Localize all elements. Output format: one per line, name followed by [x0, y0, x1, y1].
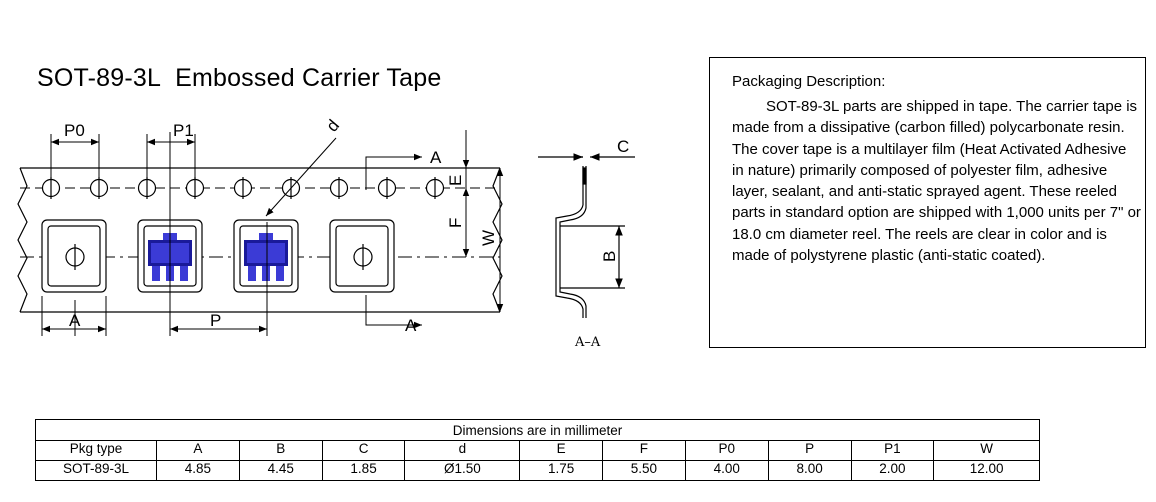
- label-p0: P0: [64, 121, 85, 140]
- table-header-row: Pkg type A B C d E F P0 P P1 W: [35, 440, 1040, 461]
- cell-pkg-type: SOT-89-3L: [35, 460, 157, 481]
- label-d: d: [323, 116, 344, 135]
- packaging-description-box: Packaging Description: SOT-89-3L parts a…: [709, 57, 1146, 348]
- label-p: P: [210, 311, 221, 330]
- dim-d-leader: [265, 137, 337, 217]
- label-p1: P1: [173, 121, 194, 140]
- header-p0: P0: [684, 440, 769, 461]
- section-view: [538, 153, 635, 318]
- header-pkg-type: Pkg type: [35, 440, 157, 461]
- cell-p0: 4.00: [684, 460, 769, 481]
- label-b: B: [600, 251, 619, 262]
- pocket-empty: [41, 219, 107, 293]
- header-d: d: [404, 440, 521, 461]
- header-e: E: [519, 440, 604, 461]
- label-section-top: A: [430, 148, 442, 167]
- sprocket-hole: [185, 177, 205, 199]
- table-caption: Dimensions are in millimeter: [35, 419, 1040, 441]
- sprocket-hole: [89, 177, 109, 199]
- title-rest: Embossed Carrier Tape: [175, 64, 442, 92]
- header-b: B: [238, 440, 323, 461]
- dim-p0: [50, 134, 100, 178]
- label-e: E: [446, 175, 465, 186]
- sprocket-hole: [329, 177, 349, 199]
- cell-a: 4.85: [156, 460, 240, 481]
- cell-b: 4.45: [238, 460, 323, 481]
- dim-p1: [146, 134, 196, 178]
- page-title: SOT-89-3L Embossed Carrier Tape: [37, 64, 441, 93]
- section-marks: [365, 153, 422, 329]
- pocket-empty: [329, 219, 395, 293]
- title-part: SOT-89-3L: [37, 64, 162, 92]
- sprocket-holes: [41, 177, 445, 199]
- sprocket-hole: [233, 177, 253, 199]
- cell-d: Ø1.50: [404, 460, 521, 481]
- table-row: SOT-89-3L 4.85 4.45 1.85 Ø1.50 1.75 5.50…: [35, 460, 1040, 481]
- label-section-aa: A–A: [574, 335, 601, 350]
- label-f: F: [446, 218, 465, 228]
- dim-a-p: [41, 296, 267, 336]
- sprocket-hole: [137, 177, 157, 199]
- cell-e: 1.75: [519, 460, 604, 481]
- dimensions-table: Dimensions are in millimeter Pkg type A …: [35, 419, 1040, 481]
- header-p: P: [767, 440, 852, 461]
- cell-c: 1.85: [321, 460, 406, 481]
- description-body: SOT-89-3L parts are shipped in tape. The…: [732, 98, 1141, 265]
- label-a: A: [69, 311, 81, 330]
- sot89-component: [244, 233, 288, 281]
- cell-w: 12.00: [933, 460, 1040, 481]
- description-heading: Packaging Description:: [732, 73, 886, 90]
- dim-efw: [462, 130, 504, 312]
- header-w: W: [933, 440, 1040, 461]
- pockets: [41, 219, 395, 293]
- sprocket-hole: [41, 177, 61, 199]
- sprocket-hole: [377, 177, 397, 199]
- cell-p1: 2.00: [850, 460, 935, 481]
- label-section-bottom: A: [405, 316, 417, 335]
- header-a: A: [156, 440, 240, 461]
- cell-f: 5.50: [602, 460, 686, 481]
- header-c: C: [321, 440, 406, 461]
- header-f: F: [602, 440, 686, 461]
- header-p1: P1: [850, 440, 935, 461]
- tape-outline: [17, 167, 503, 313]
- label-c: C: [617, 137, 629, 156]
- label-w: W: [479, 230, 498, 246]
- sprocket-hole: [425, 177, 445, 199]
- cell-p: 8.00: [767, 460, 852, 481]
